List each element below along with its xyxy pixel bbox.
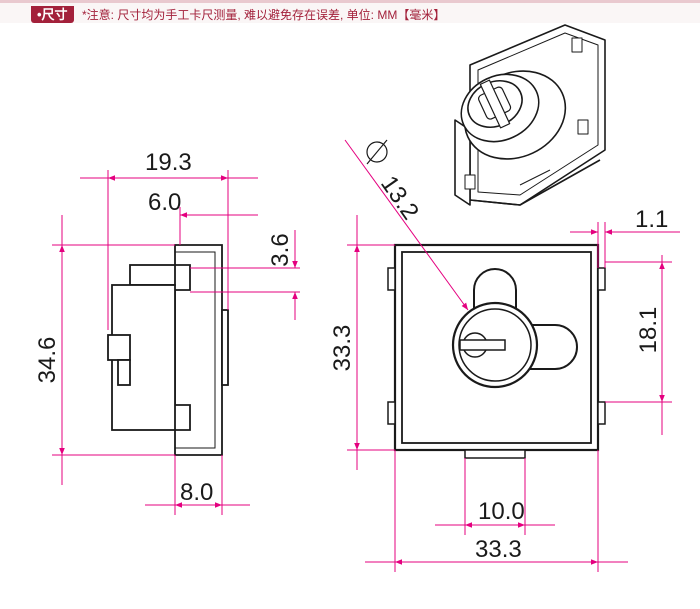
measurement-note: *注意: 尺寸均为手工卡尺测量, 难以避免存在误差, 单位: MM【毫米】	[82, 8, 446, 22]
dim-tab-width: 6.0	[148, 189, 181, 216]
isometric-part	[454, 24, 606, 206]
diameter-icon	[366, 139, 388, 165]
dim-front-height: 33.3	[329, 325, 356, 372]
dim-flange-depth: 8.0	[180, 479, 213, 506]
section-badge: •尺寸	[31, 6, 74, 23]
dim-front-width: 33.3	[475, 536, 522, 563]
dim-height-total: 34.6	[34, 337, 61, 384]
header-top-line	[0, 0, 700, 3]
dim-width-total: 19.3	[145, 149, 192, 176]
dim-tab-offset: 1.1	[635, 206, 668, 233]
dimension-lines	[52, 139, 680, 572]
dim-tab-span: 18.1	[635, 307, 662, 354]
dim-diameter: 13.2	[375, 171, 424, 225]
dim-tab-height: 3.6	[267, 233, 294, 266]
dim-bottom-tab: 10.0	[478, 498, 525, 525]
side-view	[107, 244, 229, 456]
front-view	[387, 243, 606, 459]
header-bar: •尺寸 *注意: 尺寸均为手工卡尺测量, 难以避免存在误差, 单位: MM【毫米…	[0, 3, 700, 23]
